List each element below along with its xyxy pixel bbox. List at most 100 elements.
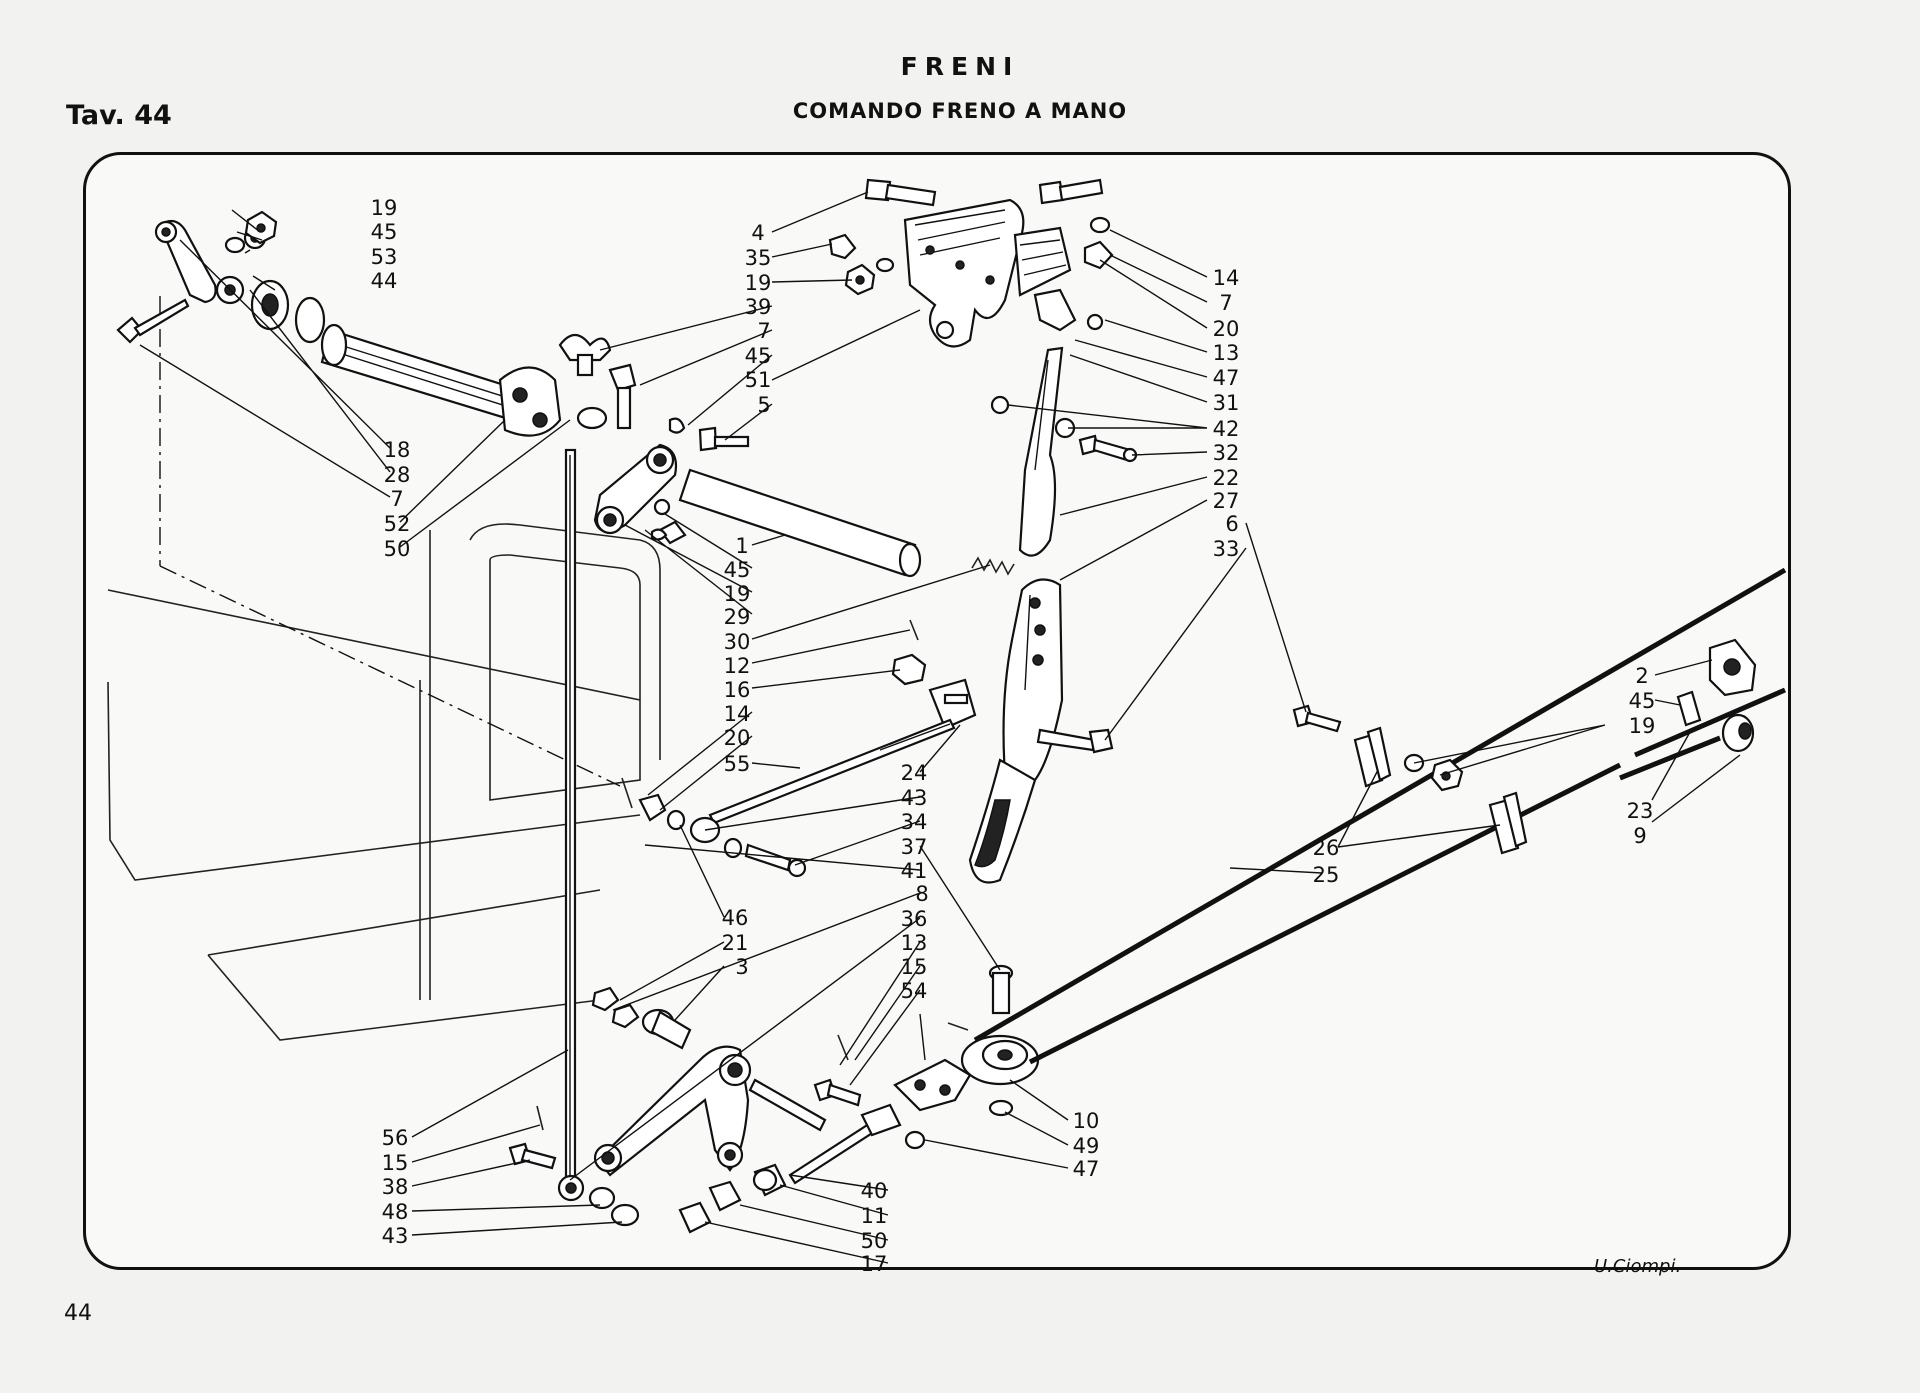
callout-label: 38 (382, 1175, 409, 1199)
pawl-rod (990, 346, 1076, 557)
callout-label: 28 (384, 463, 411, 487)
page-subtitle: COMANDO FRENO A MANO (792, 99, 1128, 123)
callout-label: 19 (745, 271, 772, 295)
callout-label: 11 (861, 1204, 888, 1228)
callout-label: 7 (757, 319, 770, 343)
callout-label: 12 (724, 654, 751, 678)
callout-label: 53 (371, 245, 398, 269)
page-number: 44 (64, 1301, 92, 1326)
callout-label: 8 (915, 882, 928, 906)
artist-signature: U.Ciompi. (1594, 1256, 1681, 1277)
callout-label: 39 (745, 295, 772, 319)
top-bolts-cluster (650, 178, 937, 541)
callout-label: 36 (901, 907, 928, 931)
callout-label: 26 (1313, 836, 1340, 860)
callout-label: 1 (735, 534, 748, 558)
callout-label: 43 (901, 786, 928, 810)
callout-label: 24 (901, 761, 928, 785)
callout-label: 19 (371, 196, 398, 220)
bushings (591, 986, 692, 1050)
callout-label: 27 (1213, 489, 1240, 513)
callout-label: 23 (1627, 799, 1654, 823)
callout-label: 21 (722, 931, 749, 955)
callout-label: 45 (724, 558, 751, 582)
callout-label: 55 (724, 752, 751, 776)
callout-label: 48 (382, 1200, 409, 1224)
callout-label: 31 (1213, 391, 1240, 415)
middle-lever-and-shaft (593, 443, 922, 578)
page-title: FRENI (900, 52, 1020, 81)
threaded-rod-55 (621, 718, 956, 878)
callout-label: 41 (901, 859, 928, 883)
callout-label: 15 (901, 955, 928, 979)
callout-label: 56 (382, 1126, 409, 1150)
callout-label: 35 (745, 246, 772, 270)
callout-label: 46 (722, 906, 749, 930)
callout-label: 44 (371, 269, 398, 293)
callout-label: 45 (1629, 689, 1656, 713)
bolt-left (116, 298, 190, 344)
spring (971, 556, 1015, 576)
callout-label: 15 (382, 1151, 409, 1175)
callout-label: 51 (745, 368, 772, 392)
bolt-6 (1292, 704, 1342, 733)
callout-label: 20 (1213, 317, 1240, 341)
callout-label: 45 (371, 220, 398, 244)
callout-label: 34 (901, 810, 928, 834)
leader-lines (139, 191, 1741, 1264)
callout-label: 19 (1629, 714, 1656, 738)
callout-label: 54 (901, 979, 928, 1003)
equalizer-bracket (893, 1058, 972, 1112)
callout-label: 37 (901, 835, 928, 859)
bottom-left-parts (508, 1105, 640, 1227)
lower-lever (593, 1045, 827, 1177)
callout-label: 47 (1213, 366, 1240, 390)
callout-label: 29 (724, 605, 751, 629)
ratchet-sector (903, 178, 1114, 348)
cable-clamps (1353, 726, 1528, 855)
alignment-lines (159, 296, 621, 787)
nut-16 (891, 619, 927, 686)
callout-label: 7 (1219, 291, 1232, 315)
callout-label: 16 (724, 678, 751, 702)
small-pins (813, 964, 1014, 1107)
callout-label: 33 (1213, 537, 1240, 561)
callout-label: 52 (384, 512, 411, 536)
callout-label: 49 (1073, 1134, 1100, 1158)
callout-label: 17 (861, 1252, 888, 1276)
callout-label: 3 (735, 955, 748, 979)
car-body-outline (107, 523, 661, 1041)
callout-label: 32 (1213, 441, 1240, 465)
callout-label: 18 (384, 438, 411, 462)
bolt-center (608, 363, 637, 430)
bottom-center-parts (678, 1163, 787, 1234)
callout-label: 4 (751, 221, 764, 245)
callout-label: 42 (1213, 417, 1240, 441)
rod-40 (788, 1103, 902, 1185)
far-right-parts (1619, 638, 1757, 781)
hand-brake-lever (968, 578, 1064, 884)
nuts-right-cluster (1403, 753, 1464, 792)
callout-label: 9 (1633, 824, 1646, 848)
table-label: Tav. 44 (66, 100, 172, 131)
small-nuts-left (224, 210, 278, 254)
callout-label: 45 (745, 344, 772, 368)
callout-label: 22 (1213, 466, 1240, 490)
callout-label: 50 (384, 537, 411, 561)
callout-label: 43 (382, 1224, 409, 1248)
callout-label: 13 (1213, 341, 1240, 365)
callout-label: 50 (861, 1229, 888, 1253)
bolt-33 (1036, 728, 1114, 754)
callout-label: 13 (901, 931, 928, 955)
callout-labels: 19 45 53 44 18 28 7 52 50 4 35 19 39 7 4… (371, 196, 1656, 1276)
callout-label: 7 (390, 487, 403, 511)
callout-label: 14 (1213, 266, 1240, 290)
callout-label: 25 (1313, 863, 1340, 887)
callout-label: 14 (724, 702, 751, 726)
callout-label: 20 (724, 726, 751, 750)
callout-label: 40 (861, 1179, 888, 1203)
cross-shaft (154, 219, 608, 437)
callout-label: 2 (1635, 664, 1648, 688)
wing-nut (558, 333, 612, 377)
